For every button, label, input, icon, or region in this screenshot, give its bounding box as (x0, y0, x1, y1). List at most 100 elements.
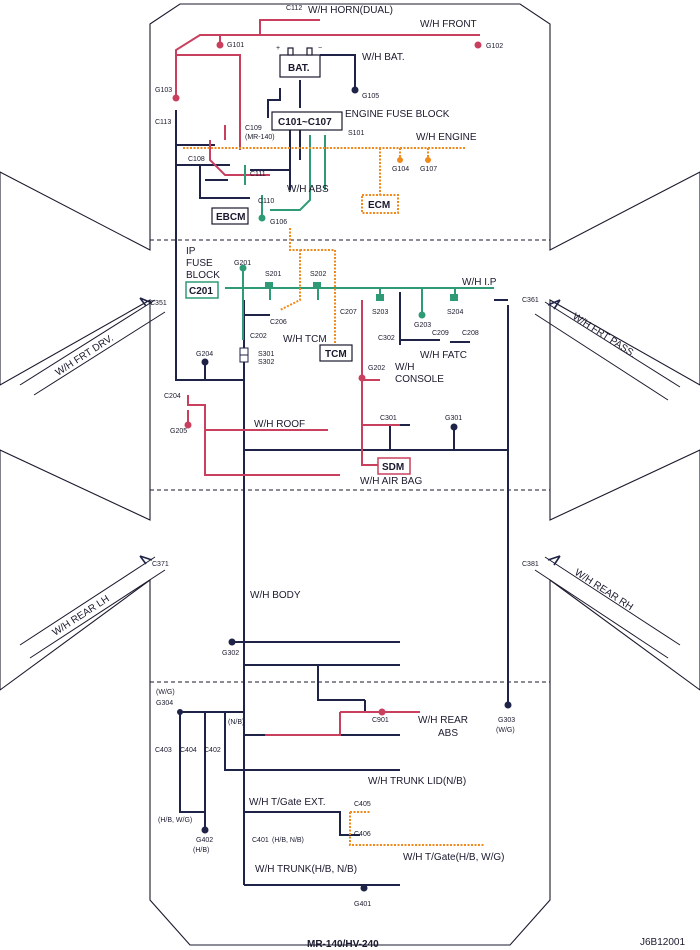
g304-label: G304 (156, 700, 173, 707)
c109-sub-label: (MR-140) (245, 134, 275, 141)
c111-label: C111 (250, 171, 266, 178)
s101-label: S101 (348, 130, 364, 137)
c401-label: C401 (252, 837, 269, 844)
fuse-block-box: C101~C107 (271, 111, 343, 131)
c206-label: C206 (270, 319, 287, 326)
c301-label: C301 (380, 415, 397, 422)
connector-labels: C112 G101 G102 G103 G105 C113 C109 (MR-1… (150, 5, 539, 908)
c361-label: C361 (522, 297, 539, 304)
body-label: W/H BODY (250, 590, 301, 601)
fuse-block-label: C101~C107 (278, 117, 332, 128)
tgate-label: W/H T/Gate(H/B, W/G) (403, 852, 504, 863)
c401-sub-label: (H/B, N/B) (272, 837, 304, 844)
trunk-label: W/H TRUNK(H/B, N/B) (255, 864, 357, 875)
c109-label: C109 (245, 125, 262, 132)
svg-text:IP: IP (186, 246, 196, 257)
ecm-label: ECM (368, 200, 390, 211)
g204-label: G204 (196, 351, 213, 358)
c112-label: C112 (286, 5, 302, 12)
battery-box: BAT. + − (276, 45, 322, 78)
battery-minus: − (318, 45, 322, 52)
c207-label: C207 (340, 309, 357, 316)
s203-label: S203 (372, 309, 388, 316)
bat-label: W/H BAT. (362, 52, 405, 63)
c108-label: C108 (188, 156, 205, 163)
g205-label: G205 (170, 428, 187, 435)
front-label: W/H FRONT (420, 19, 477, 30)
rear-abs-label-1: W/H REAR (418, 715, 468, 726)
battery-label: BAT. (288, 63, 310, 74)
c381-label: C381 (522, 561, 539, 568)
c351-label: C351 (150, 300, 167, 307)
g106-label: G106 (270, 219, 287, 226)
ground-points (172, 41, 512, 892)
g203-label: G203 (414, 322, 431, 329)
ecm-box: ECM (361, 194, 399, 214)
c201-box: C201 (185, 281, 219, 299)
air-bag-label: W/H AIR BAG (360, 476, 422, 487)
c202-label: C202 (250, 333, 267, 340)
ebcm-label: EBCM (216, 212, 245, 223)
c403-label: C403 (155, 747, 172, 754)
g104-label: G104 (392, 166, 409, 173)
vehicle-outline (0, 3, 700, 946)
red-wires (175, 19, 480, 736)
c208-label: C208 (462, 330, 479, 337)
s301-label: S301 (258, 351, 274, 358)
c402-label: C402 (204, 747, 221, 754)
sdm-box: SDM (377, 457, 411, 475)
g303-label: G303 (498, 717, 515, 724)
ip-fuse-block-label: IP FUSE BLOCK (186, 246, 220, 281)
frt-pass-label: W/H FRT PASS. (570, 311, 637, 360)
g401-label: G401 (354, 901, 371, 908)
g102-label: G102 (486, 43, 503, 50)
c110-label: C110 (258, 198, 274, 205)
roof-label: W/H ROOF (254, 419, 305, 430)
tcm-label: TCM (325, 349, 347, 360)
sdm-label: SDM (382, 462, 404, 473)
g402-label: G402 (196, 837, 213, 844)
frt-drv-label: W/H FRT DRV. (54, 333, 116, 379)
g302-label: G302 (222, 650, 239, 657)
diagram-code: J6B12001 (640, 937, 685, 948)
g202-label: G202 (368, 365, 385, 372)
splices (265, 282, 458, 301)
g303-wg-label: (W/G) (496, 727, 515, 734)
g105-label: G105 (362, 93, 379, 100)
g301-label: G301 (445, 415, 462, 422)
g103-label: G103 (155, 87, 172, 94)
tgate-ext-label: W/H T/Gate EXT. (249, 797, 326, 808)
rear-abs-label-2: ABS (438, 728, 458, 739)
c901-label: C901 (372, 717, 389, 724)
svg-text:FUSE: FUSE (186, 258, 213, 269)
fatc-label: W/H FATC (420, 350, 467, 361)
c201-label: C201 (189, 286, 213, 297)
g107-label: G107 (420, 166, 437, 173)
console-label-2: CONSOLE (395, 374, 444, 385)
c209-label: C209 (432, 330, 449, 337)
trunk-lid-label: W/H TRUNK LID(N/B) (368, 776, 466, 787)
splice-s301-s302 (239, 347, 249, 363)
horn-label: W/H HORN(DUAL) (308, 5, 393, 16)
s204-label: S204 (447, 309, 463, 316)
s302-label: S302 (258, 359, 274, 366)
c204-label: C204 (164, 393, 181, 400)
door-harnesses (19, 297, 681, 659)
rear-rh-label: W/H REAR RH (572, 567, 634, 613)
model-label: MR-140/HV-240 (307, 939, 379, 950)
section-dividers (150, 239, 550, 683)
orange-wires (183, 147, 485, 846)
harness-labels: W/H HORN(DUAL) W/H FRONT W/H BAT. ENGINE… (51, 5, 638, 875)
c113-label: C113 (155, 119, 171, 126)
tcm-box: TCM (319, 344, 353, 362)
engine-fuse-block-label: ENGINE FUSE BLOCK (345, 109, 450, 120)
c405-label: C405 (354, 801, 371, 808)
engine-label: W/H ENGINE (416, 132, 477, 143)
ip-label: W/H I.P (462, 277, 497, 288)
hb-wg-label: (H/B, W/G) (158, 817, 192, 824)
svg-text:BLOCK: BLOCK (186, 270, 220, 281)
rear-lh-label: W/H REAR LH (51, 594, 112, 639)
s201-label: S201 (265, 271, 281, 278)
s202-label: S202 (310, 271, 326, 278)
g402-hb-label: (H/B) (193, 847, 209, 854)
